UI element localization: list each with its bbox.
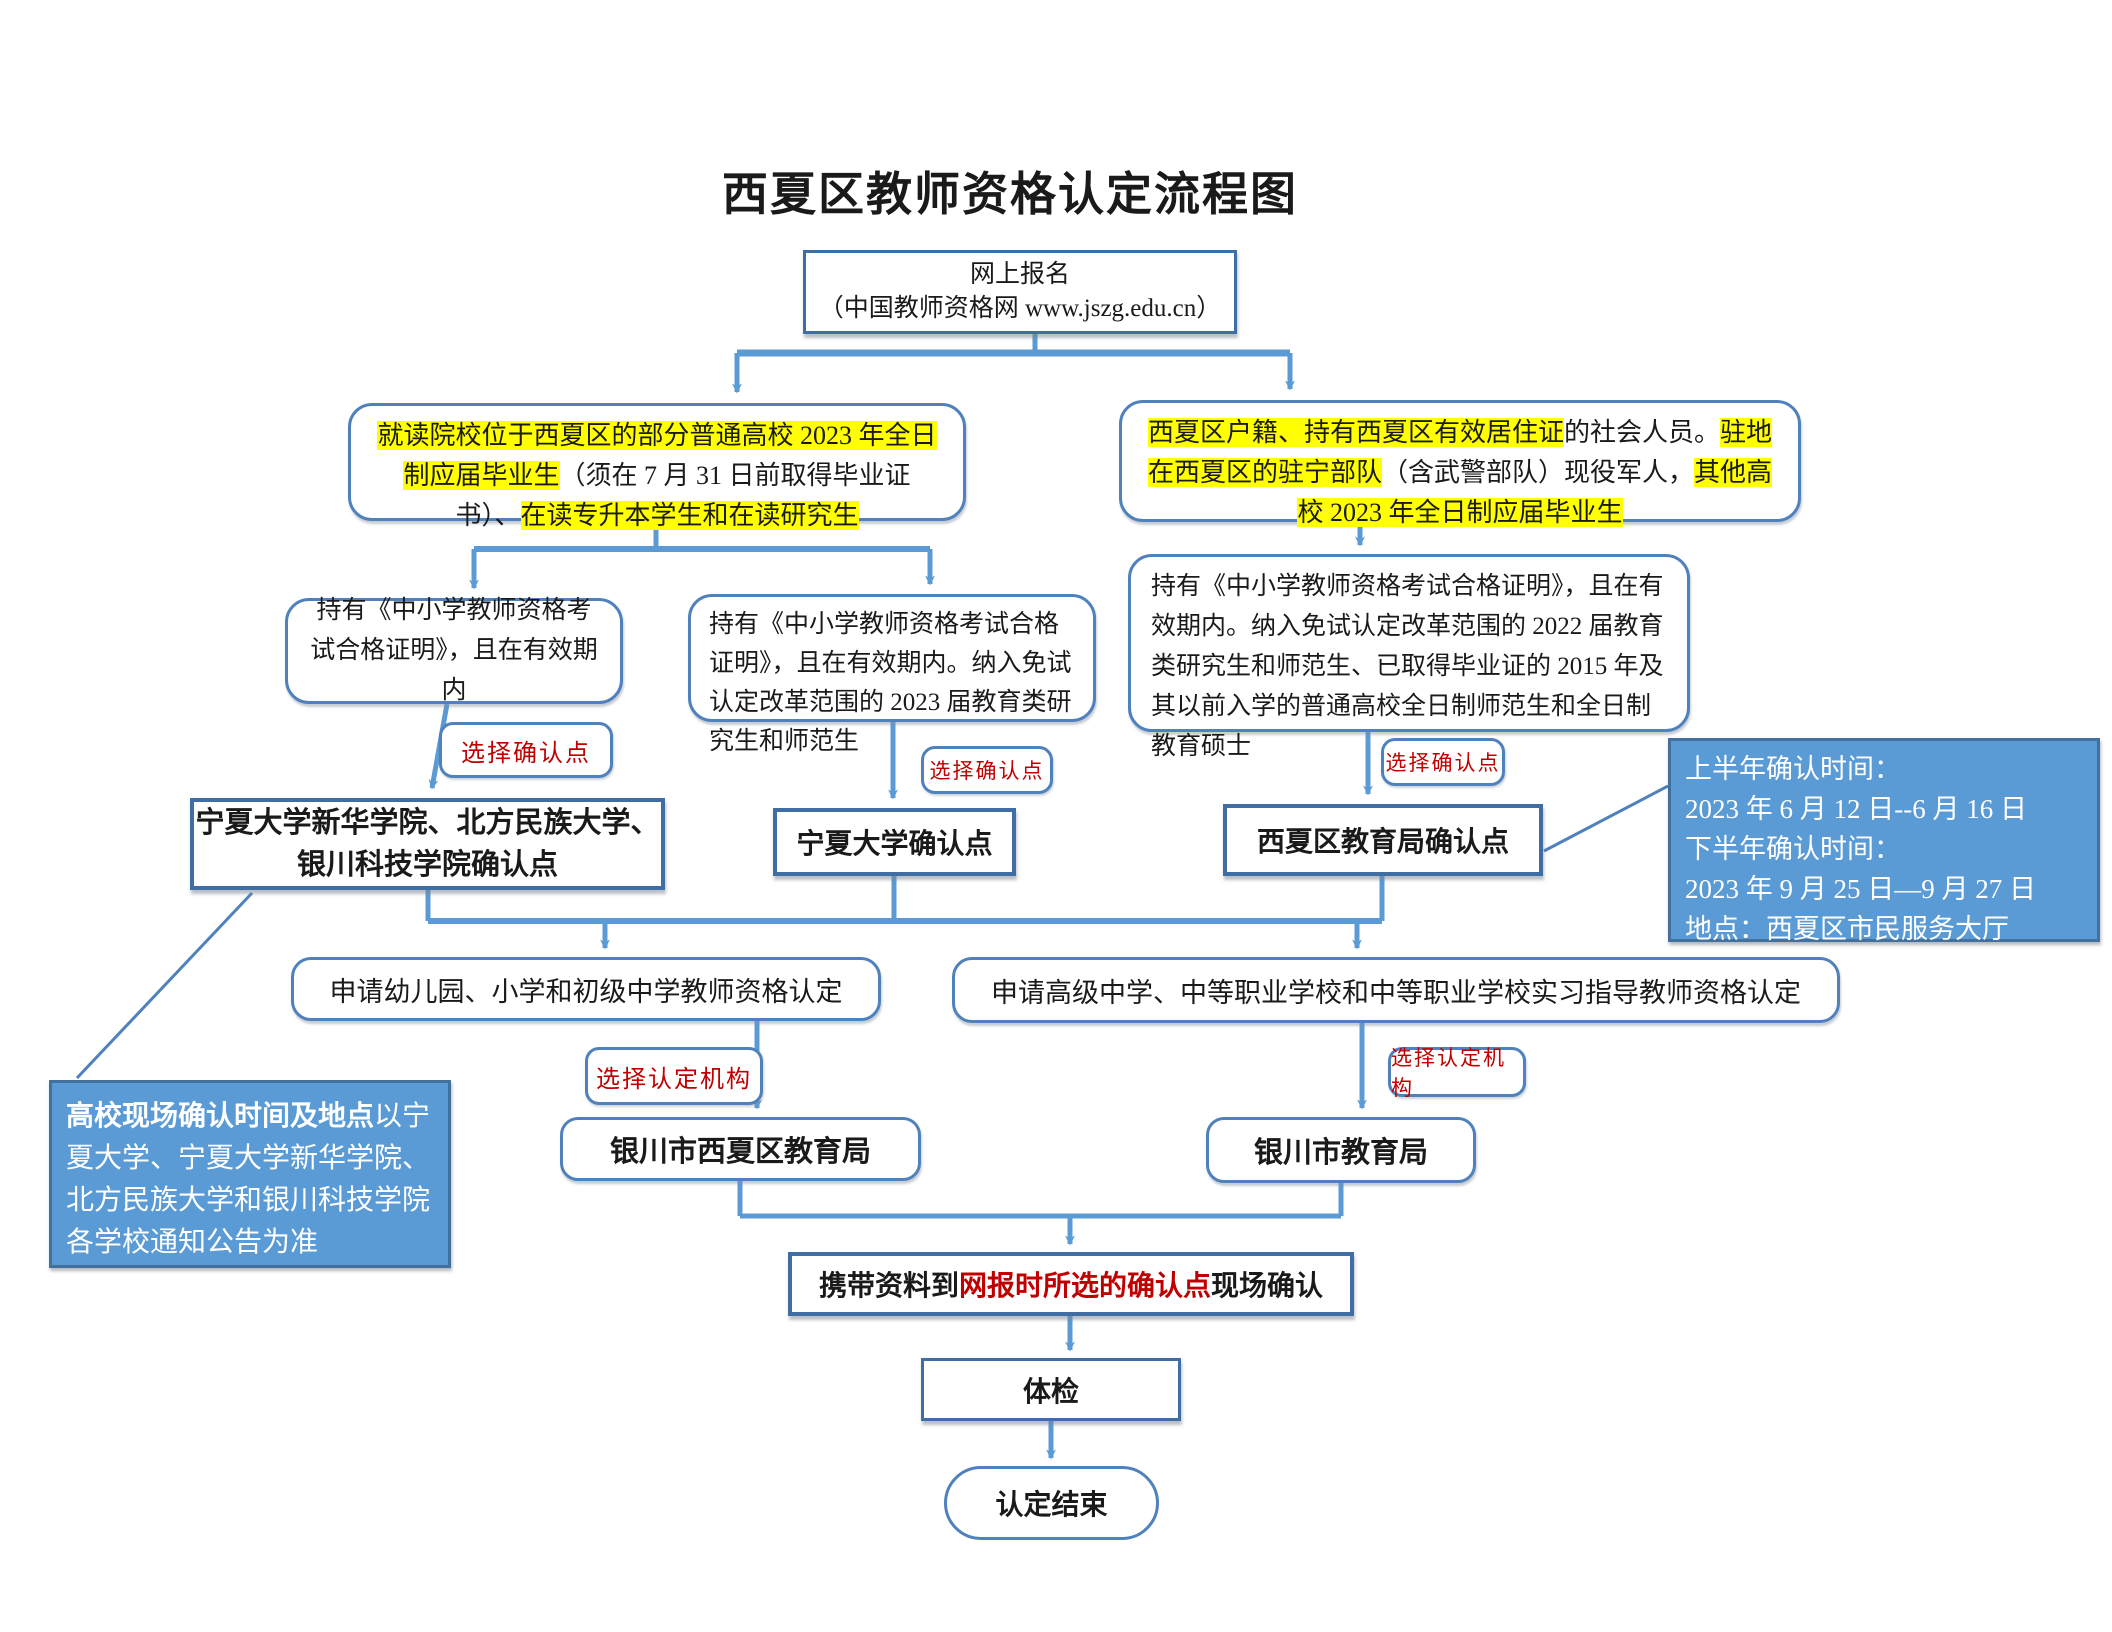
plain-text: 的社会人员。 [1563,418,1720,447]
schedule-line: 2023 年 6 月 12 日--6 月 16 日 [1685,794,2027,824]
condition-text: 持有《中小学教师资格考试合格证明》，且在有效期内 [310,597,598,704]
confirmation-point-text: 宁夏大学确认点 [796,828,993,859]
label-text: 选择确认点 [461,740,591,767]
label-text: 选择认定机构 [596,1066,752,1093]
node-condition-exempt-2022: 持有《中小学教师资格考试合格证明》，且在有效期内。纳入免试认定改革范围的 202… [1128,554,1690,760]
node-xixia-education-bureau: 银川市西夏区教育局 [560,1117,921,1181]
schedule-line: 下半年确认时间： [1685,834,1901,864]
node-certification-end: 认定结束 [944,1466,1159,1540]
end-text: 认定结束 [995,1489,1108,1520]
node-confirmation-point-universities: 宁夏大学新华学院、北方民族大学、银川科技学院确认点 [190,798,665,890]
schedule-line: 上半年确认时间： [1685,754,1901,784]
label-text: 选择认定机构 [1391,1046,1506,1100]
condition-text: 持有《中小学教师资格考试合格证明》，且在有效期内。纳入免试认定改革范围的 202… [709,611,1072,755]
label-choose-confirmation-point-2: 选择确认点 [921,746,1053,794]
carry-text: 携带资料到 [818,1270,959,1301]
carry-red-text: 网报时所选的确认点 [958,1270,1211,1301]
node-onsite-confirmation: 携带资料到网报时所选的确认点现场确认 [788,1252,1354,1316]
apply-text: 申请高级中学、中等职业学校和中等职业学校实习指导教师资格认定 [991,977,1801,1008]
highlighted-text: 西夏区户籍、持有西夏区有效居住证 [1147,418,1564,447]
callout-university-confirmation-note: 高校现场确认时间及地点以宁夏大学、宁夏大学新华学院、北方民族大学和银川科技学院各… [49,1080,451,1268]
label-choose-confirmation-point-3: 选择确认点 [1381,738,1505,786]
note-bold-text: 高校现场确认时间及地点 [66,1100,375,1131]
highlighted-text: 在读专升本学生和在读研究生 [520,501,859,530]
callout-confirmation-schedule: 上半年确认时间： 2023 年 6 月 12 日--6 月 16 日 下半年确认… [1668,738,2100,944]
condition-text: 持有《中小学教师资格考试合格证明》，且在有效期内。纳入免试认定改革范围的 202… [1151,573,1664,760]
label-choose-authority-1: 选择认定机构 [585,1047,763,1105]
node-physical-examination: 体检 [921,1358,1181,1421]
plain-text: （须在 7 月 31 日前取得毕业证书）、 [455,461,911,530]
node-condition-certificate: 持有《中小学教师资格考试合格证明》，且在有效期内 [285,597,623,704]
apply-text: 申请幼儿园、小学和初级中学教师资格认定 [329,976,843,1007]
node-confirmation-point-xixia-bureau: 西夏区教育局确认点 [1223,804,1543,876]
node-condition-exempt-2023: 持有《中小学教师资格考试合格证明》，且在有效期内。纳入免试认定改革范围的 202… [688,594,1096,755]
schedule-line: 地点：西夏区市民服务大厅 [1685,914,2009,944]
node-apply-kindergarten-primary: 申请幼儿园、小学和初级中学教师资格认定 [291,957,881,1021]
schedule-line: 2023 年 9 月 25 日—9 月 27 日 [1685,874,2036,904]
node-branch-social-applicants: 西夏区户籍、持有西夏区有效居住证的社会人员。驻地在西夏区的驻宁部队（含武警部队）… [1119,400,1801,527]
node-yinchuan-education-bureau: 银川市教育局 [1206,1117,1476,1183]
label-text: 选择确认点 [929,759,1045,783]
node-branch-local-graduates: 就读院校位于西夏区的部分普通高校 2023 年全日制应届毕业生（须在 7 月 3… [348,403,966,530]
online-line1: 网上报名 [969,261,1070,288]
checkup-text: 体检 [1022,1375,1079,1407]
plain-text: （含武警部队）现役军人， [1381,458,1694,487]
confirmation-point-text: 宁夏大学新华学院、北方民族大学、银川科技学院确认点 [195,807,660,881]
bureau-text: 银川市教育局 [1253,1137,1428,1169]
note-text: 以宁夏大学、宁夏大学新华学院、北方民族大学和银川科技学院各学校通知公告为准 [66,1101,431,1258]
carry-text: 现场确认 [1211,1270,1324,1301]
page-title: 西夏区教师资格认定流程图 [722,169,1298,220]
confirmation-point-text: 西夏区教育局确认点 [1256,826,1509,857]
node-apply-senior-vocational: 申请高级中学、中等职业学校和中等职业学校实习指导教师资格认定 [952,957,1840,1023]
label-choose-authority-2: 选择认定机构 [1388,1046,1526,1100]
bureau-text: 银川市西夏区教育局 [609,1136,871,1168]
node-online-registration: 网上报名 （中国教师资格网 www.jszg.edu.cn） [803,250,1237,334]
node-confirmation-point-ningxia-university: 宁夏大学确认点 [773,808,1016,876]
label-text: 选择确认点 [1385,751,1501,775]
online-line2: （中国教师资格网 www.jszg.edu.cn） [818,295,1222,322]
label-choose-confirmation-point-1: 选择确认点 [439,722,613,778]
